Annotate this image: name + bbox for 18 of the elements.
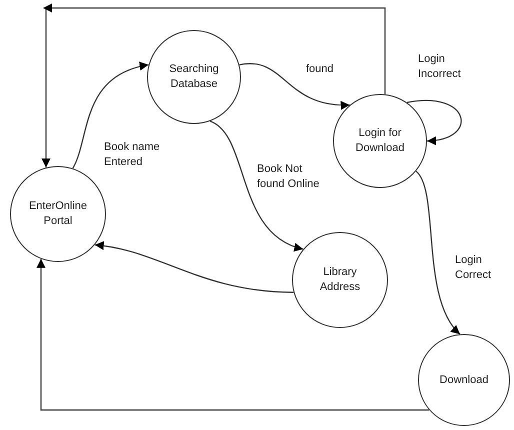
state-label: Library Address <box>318 265 362 295</box>
arrow <box>416 170 460 335</box>
state-label: Login for Download <box>354 126 406 156</box>
state-label: Searching Database <box>168 62 220 92</box>
arrow <box>42 4 386 168</box>
arrow <box>72 62 149 169</box>
edge-label: found <box>306 62 335 77</box>
edge-label: Book name Entered <box>104 140 161 170</box>
arrow <box>210 120 304 250</box>
edge-label: Login Correct <box>455 253 492 283</box>
arrow <box>36 258 430 411</box>
arrow <box>406 100 462 145</box>
state-label: EnterOnlinePortal <box>28 199 88 229</box>
edge-label: Book Not found Online <box>257 162 320 192</box>
state-label: Download <box>438 372 490 388</box>
arrow <box>239 63 350 110</box>
edge-label: Login Incorrect <box>418 52 462 82</box>
arrow <box>94 242 294 293</box>
